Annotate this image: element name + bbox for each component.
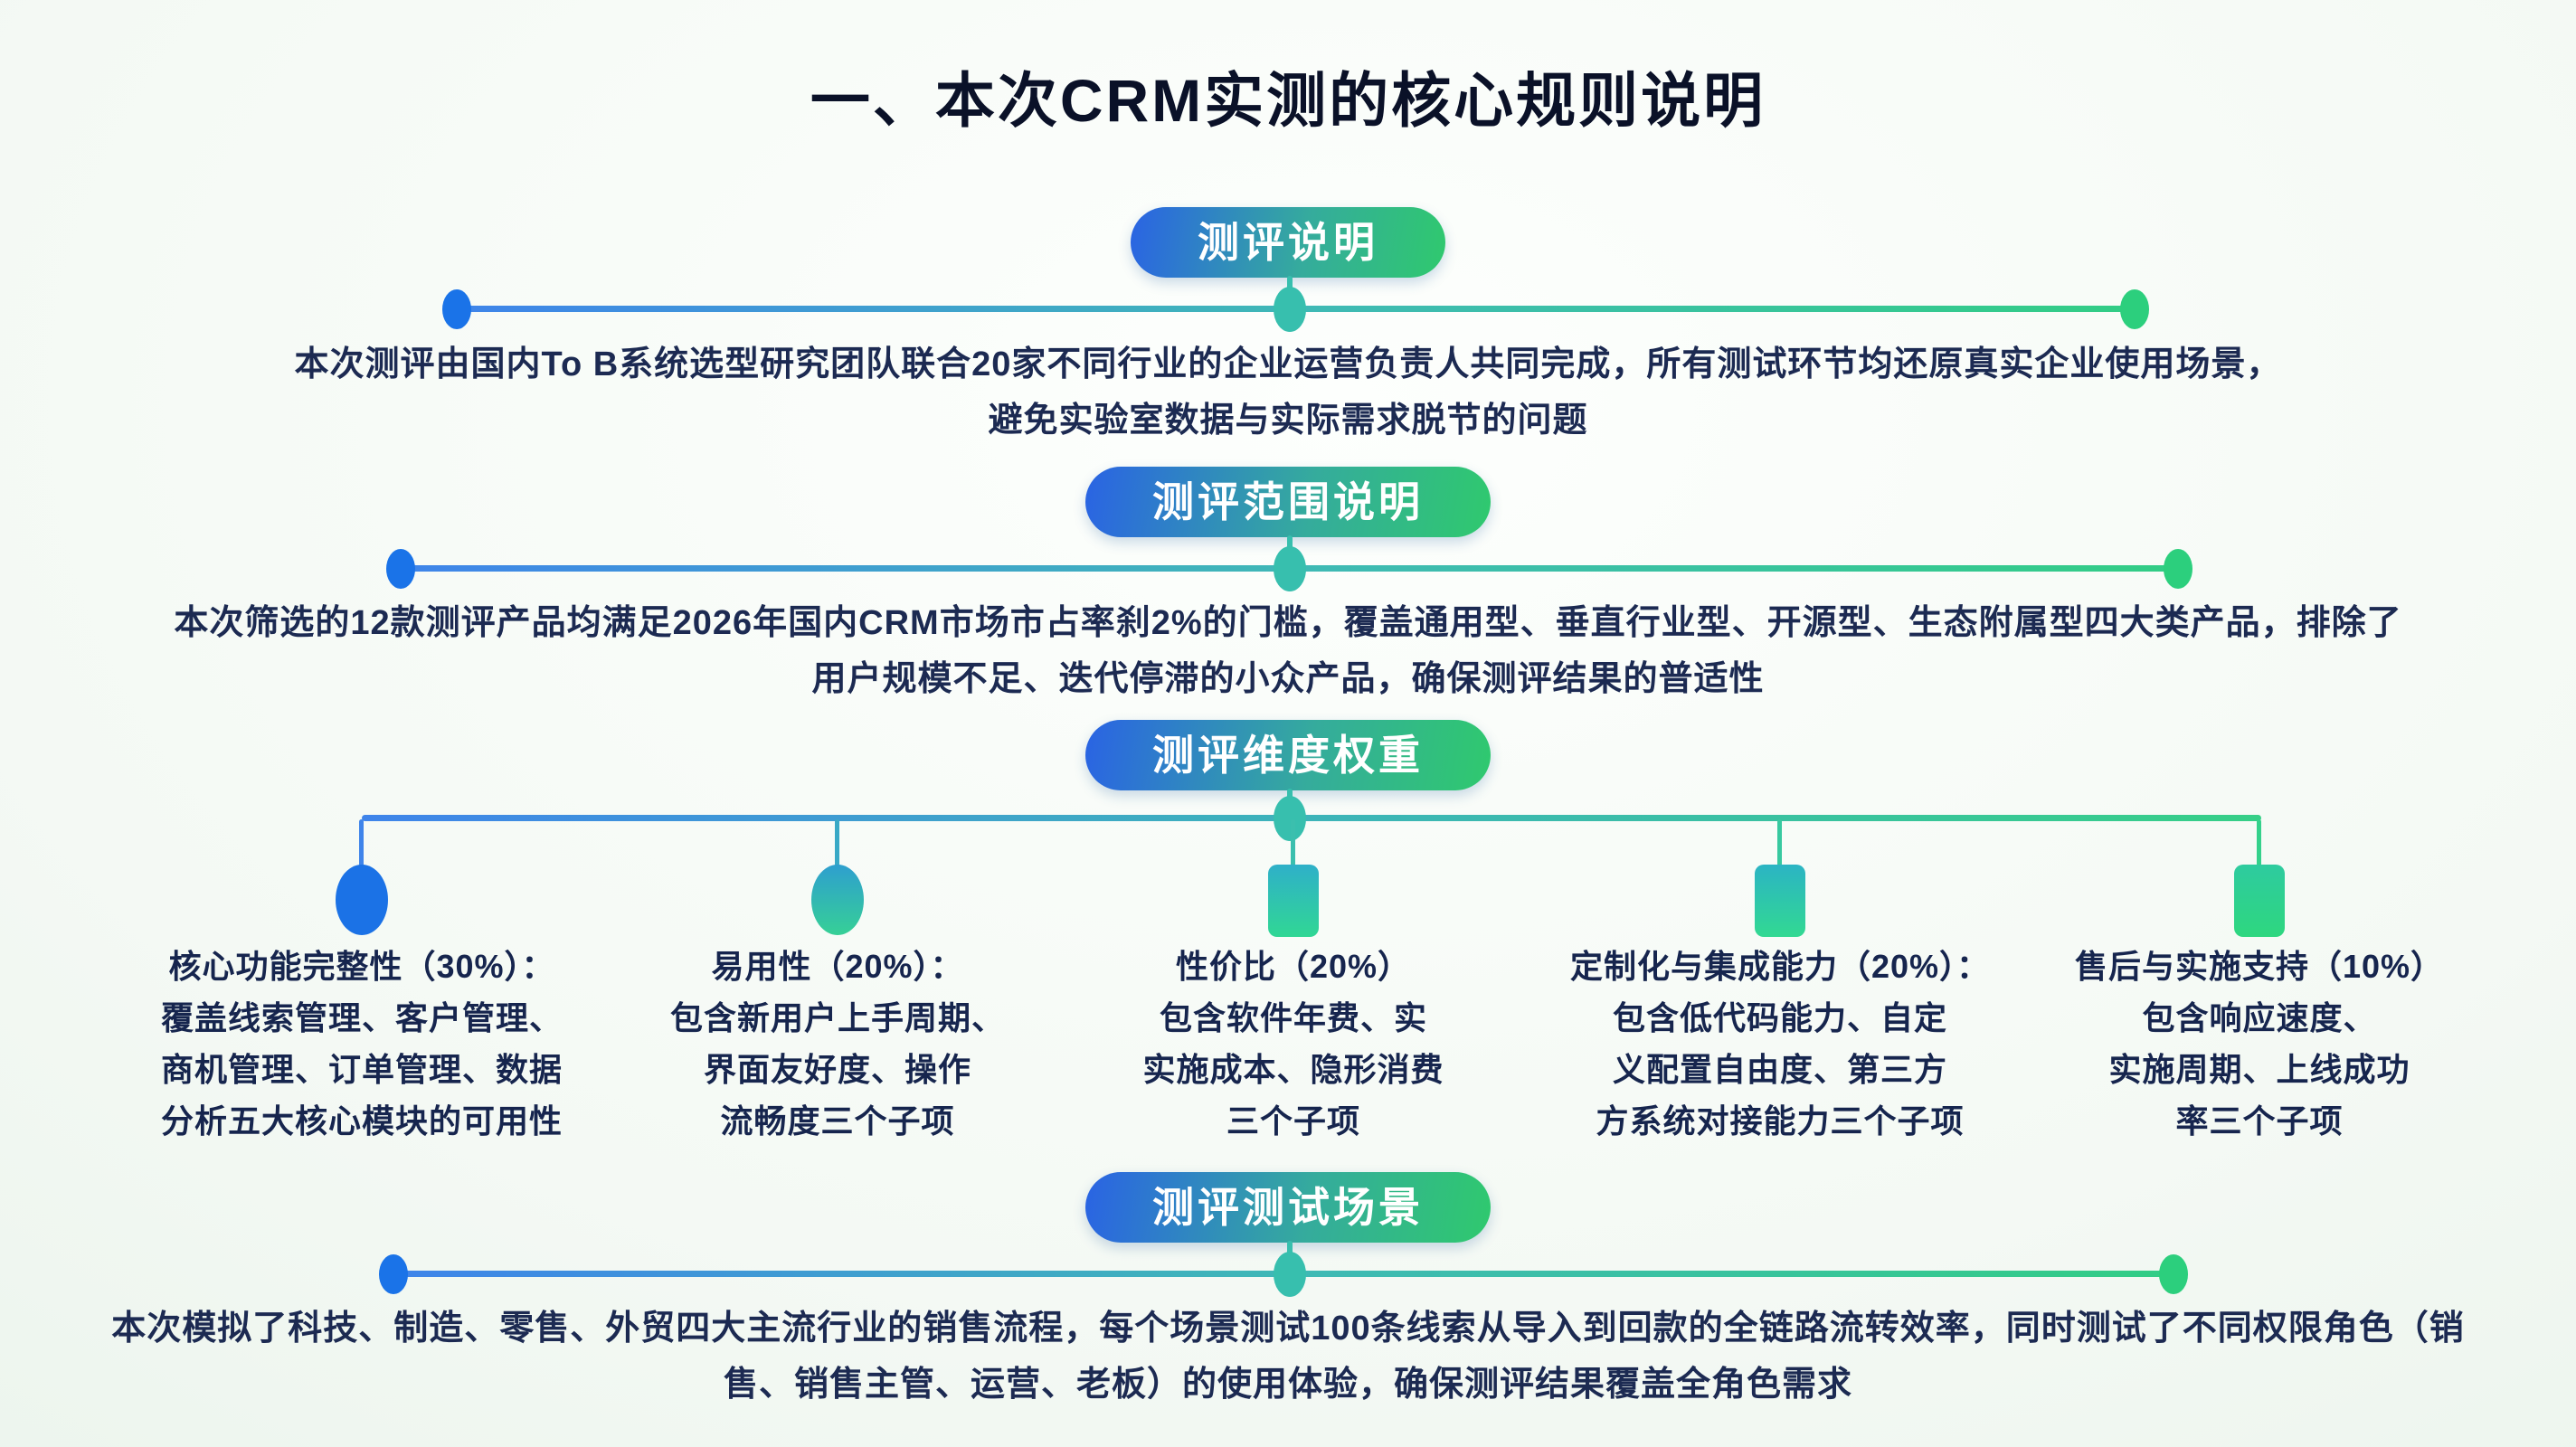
pill-test-scope: 测评范围说明 xyxy=(1085,467,1491,537)
dimension-marker-square xyxy=(1268,865,1319,937)
paragraph-line: 避免实验室数据与实际需求脱节的问题 xyxy=(988,402,1588,440)
dimension-line: 包含低代码能力、自定 xyxy=(1612,999,1947,1036)
divider-dot-center xyxy=(1274,1252,1306,1297)
pill-test-overview: 测评说明 xyxy=(1131,207,1445,278)
dimension-column: 核心功能完整性（30%）： 覆盖线索管理、客户管理、 商机管理、订单管理、数据 … xyxy=(90,941,633,1147)
paragraph-line: 本次筛选的12款测评产品均满足2026年国内CRM市场市占率刹2%的门槛，覆盖通… xyxy=(174,604,2402,642)
dimension-line: 性价比（20%） xyxy=(1175,948,1412,985)
dimension-line: 义配置自由度、第三方 xyxy=(1612,1051,1947,1088)
page-title: 一、本次CRM实测的核心规则说明 xyxy=(810,67,1766,134)
branch-drop xyxy=(835,819,839,866)
dimension-line: 包含软件年费、实 xyxy=(1159,999,1427,1036)
dimension-line: 定制化与集成能力（20%）： xyxy=(1569,948,1991,985)
dimension-line: 实施周期、上线成功 xyxy=(2108,1051,2410,1088)
dimension-marker-circle xyxy=(336,865,388,935)
dimension-column: 易用性（20%）： 包含新用户上手周期、 界面友好度、操作 流畅度三个子项 xyxy=(602,941,1073,1147)
dimension-marker-circle xyxy=(811,865,864,935)
pill-test-scenarios: 测评测试场景 xyxy=(1085,1172,1491,1243)
dimension-line: 包含响应速度、 xyxy=(2142,999,2377,1036)
dimension-line: 实施成本、隐形消费 xyxy=(1142,1051,1444,1088)
pill-dimension-weights: 测评维度权重 xyxy=(1085,720,1491,790)
branch-drop xyxy=(1777,819,1782,866)
divider-scenarios xyxy=(379,1252,2188,1297)
dimension-column: 定制化与集成能力（20%）： 包含低代码能力、自定 义配置自由度、第三方 方系统… xyxy=(1518,941,2042,1147)
tree-line xyxy=(362,796,2261,841)
divider-overview xyxy=(442,287,2149,332)
paragraph-line: 本次模拟了科技、制造、零售、外贸四大主流行业的销售流程，每个场景测试100条线索… xyxy=(111,1310,2465,1348)
dimension-line: 流畅度三个子项 xyxy=(720,1102,955,1140)
divider-dot-right xyxy=(2120,289,2149,329)
dimension-line: 包含新用户上手周期、 xyxy=(669,999,1005,1036)
paragraph-line: 售、销售主管、运营、老板）的使用体验，确保测评结果覆盖全角色需求 xyxy=(723,1366,1852,1404)
dimension-marker-square xyxy=(2234,865,2285,937)
dimension-column: 售后与实施支持（10%） 包含响应速度、 实施周期、上线成功 率三个子项 xyxy=(2006,941,2513,1147)
dimension-line: 易用性（20%）： xyxy=(711,948,964,985)
divider-dot-center xyxy=(1274,287,1306,332)
branch-drop xyxy=(359,819,364,866)
dimension-line: 售后与实施支持（10%） xyxy=(2074,948,2445,985)
tree-center-dot xyxy=(1274,796,1306,841)
divider-dot-right xyxy=(2159,1254,2188,1294)
branch-drop xyxy=(2257,819,2261,866)
dimension-column: 性价比（20%） 包含软件年费、实 实施成本、隐形消费 三个子项 xyxy=(1081,941,1506,1147)
divider-dot-right xyxy=(2164,549,2192,589)
dimension-marker-square xyxy=(1755,865,1805,937)
dimension-line: 分析五大核心模块的可用性 xyxy=(160,1102,563,1140)
scenarios-paragraph: 本次模拟了科技、制造、零售、外贸四大主流行业的销售流程，每个场景测试100条线索… xyxy=(0,1300,2576,1413)
scope-paragraph: 本次筛选的12款测评产品均满足2026年国内CRM市场市占率刹2%的门槛，覆盖通… xyxy=(0,595,2576,707)
divider-dot-center xyxy=(1274,546,1306,591)
overview-paragraph: 本次测评由国内To B系统选型研究团队联合20家不同行业的企业运营负责人共同完成… xyxy=(0,336,2576,449)
divider-dot-left xyxy=(379,1254,408,1294)
divider-scope xyxy=(386,546,2192,591)
paragraph-line: 本次测评由国内To B系统选型研究团队联合20家不同行业的企业运营负责人共同完成… xyxy=(294,345,2282,383)
dimension-line: 核心功能完整性（30%）： xyxy=(168,948,555,985)
dimension-line: 方系统对接能力三个子项 xyxy=(1596,1102,1965,1140)
dimension-line: 商机管理、订单管理、数据 xyxy=(160,1051,563,1088)
dimension-line: 界面友好度、操作 xyxy=(703,1051,971,1088)
paragraph-line: 用户规模不足、迭代停滞的小众产品，确保测评结果的普适性 xyxy=(811,660,1765,698)
divider-dot-left xyxy=(442,289,471,329)
dimension-line: 率三个子项 xyxy=(2175,1102,2344,1140)
divider-dot-left xyxy=(386,549,415,589)
branch-drop xyxy=(1291,819,1295,866)
dimension-line: 三个子项 xyxy=(1226,1102,1360,1140)
dimension-line: 覆盖线索管理、客户管理、 xyxy=(160,999,563,1036)
